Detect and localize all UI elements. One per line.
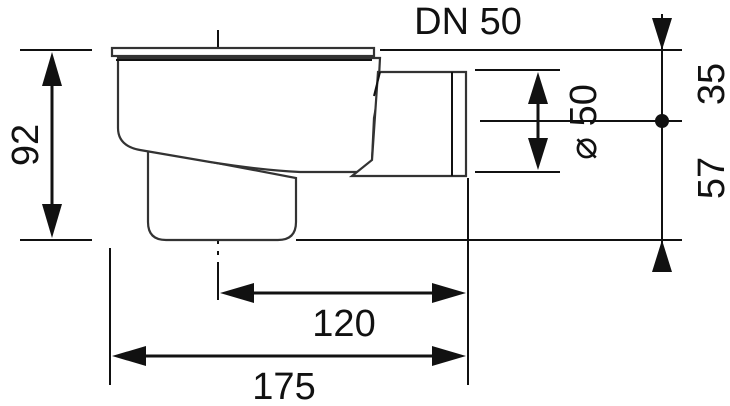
dimension-overall-length: 175	[112, 346, 466, 406]
center-to-outlet-label: 120	[312, 303, 375, 345]
dimension-overall-height: 92	[5, 52, 62, 238]
overall-length-label: 175	[252, 366, 315, 406]
upper-height-label: 35	[691, 63, 730, 105]
title-dn: DN 50	[414, 1, 522, 43]
outlet-diameter-label: ⌀ 50	[563, 84, 605, 160]
drain-body	[110, 46, 468, 242]
overall-height-label: 92	[5, 124, 47, 166]
dimension-center-to-outlet: 120	[220, 283, 466, 345]
lower-height-label: 57	[691, 157, 730, 199]
dimension-right-chain: 35 57	[652, 14, 730, 272]
dimension-outlet-diameter: ⌀ 50	[528, 72, 605, 170]
